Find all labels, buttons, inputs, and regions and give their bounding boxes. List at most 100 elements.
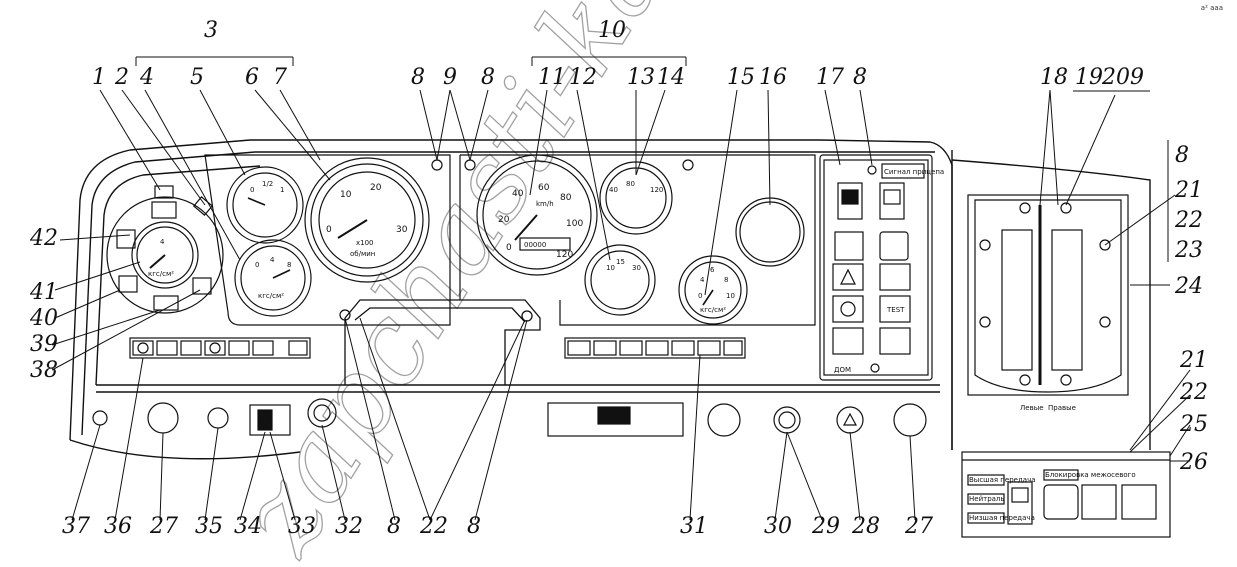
svg-text:00000: 00000	[524, 241, 546, 249]
svg-text:4: 4	[700, 276, 705, 284]
callout-5: 5	[190, 65, 204, 90]
svg-text:4: 4	[270, 256, 275, 264]
svg-text:1: 1	[280, 186, 284, 194]
svg-text:0: 0	[698, 292, 702, 300]
callout-35: 35	[195, 514, 223, 539]
tachometer-labels: 0 10 20 30 x100 об/мин 0 1/2 1 0 4 8 кгс…	[250, 180, 408, 300]
callout-3: 3	[204, 18, 218, 43]
callout-22-bottom: 22	[420, 514, 448, 539]
svg-text:120: 120	[556, 250, 573, 260]
callout-13: 13	[627, 65, 655, 90]
switch-panel-labels: Сигнал прицепа ДОМ TEST	[834, 168, 944, 374]
svg-text:0: 0	[250, 186, 254, 194]
svg-text:80: 80	[626, 180, 635, 188]
svg-text:TEST: TEST	[886, 306, 905, 314]
callout-32: 32	[335, 514, 363, 539]
callout-2: 2	[115, 65, 129, 90]
callout-11: 11	[538, 65, 566, 90]
svg-text:кгс/см²: кгс/см²	[258, 292, 284, 300]
svg-text:0: 0	[326, 225, 332, 235]
svg-text:10: 10	[606, 264, 615, 272]
callout-1: 1	[92, 65, 106, 90]
fuse-box	[967, 194, 1129, 396]
callout-6: 6	[245, 65, 259, 90]
gear-panel-labels: Высшая передача Нейтраль Низшая передача…	[969, 471, 1136, 522]
callout-16: 16	[759, 65, 787, 90]
callout-14: 14	[657, 65, 685, 90]
svg-text:120: 120	[650, 186, 663, 194]
callout-8-top-right: 8	[853, 65, 867, 90]
callout-26: 26	[1180, 450, 1208, 475]
callout-24: 24	[1175, 274, 1203, 299]
svg-text:20: 20	[370, 183, 382, 193]
svg-text:100: 100	[566, 219, 583, 229]
callout-22-lower: 22	[1180, 380, 1208, 405]
switch-panel	[819, 154, 933, 381]
callout-7: 7	[273, 65, 287, 90]
svg-text:10: 10	[726, 292, 735, 300]
fuse-box-labels: Левые Правые	[1020, 404, 1076, 412]
callout-21-upper: 21	[1175, 178, 1203, 203]
left-indicator-row	[129, 337, 311, 359]
callout-15: 15	[727, 65, 755, 90]
callout-8-top-left: 8	[411, 65, 425, 90]
svg-text:10: 10	[340, 190, 352, 200]
callout-27-left: 27	[150, 514, 178, 539]
svg-text:Низшая передача: Низшая передача	[969, 514, 1035, 522]
svg-text:30: 30	[396, 225, 408, 235]
callout-8-bottom-left: 8	[387, 514, 401, 539]
svg-text:8: 8	[287, 261, 291, 269]
callout-41: 41	[30, 280, 58, 305]
left-cluster-panel	[204, 154, 476, 326]
leader-lines	[51, 56, 1191, 521]
svg-text:x100: x100	[356, 239, 374, 247]
callout-36: 36	[104, 514, 132, 539]
callout-31: 31	[680, 514, 708, 539]
corner-mark: a² aaa	[1200, 4, 1223, 12]
callout-22-upper: 22	[1175, 208, 1203, 233]
speedometer-labels: 0 20 40 60 80 100 120 km/h 00000 80 40 1…	[498, 180, 735, 314]
callout-39: 39	[30, 332, 58, 357]
callout-8-right: 8	[1175, 143, 1189, 168]
hub-gauge-labels: 4 кгс/см²	[148, 238, 174, 278]
callout-27-right: 27	[905, 514, 933, 539]
light-switch-hub	[106, 185, 224, 314]
svg-text:80: 80	[560, 193, 572, 203]
svg-text:0: 0	[506, 243, 512, 253]
callout-25: 25	[1180, 412, 1208, 437]
svg-text:Нейтраль: Нейтраль	[969, 495, 1005, 503]
svg-text:Блокировка межосевого: Блокировка межосевого	[1045, 471, 1136, 479]
svg-text:6: 6	[710, 266, 715, 274]
callout-9-top: 9	[443, 65, 457, 90]
svg-text:8: 8	[724, 276, 728, 284]
callout-4: 4	[140, 65, 154, 90]
svg-text:4: 4	[160, 238, 165, 246]
svg-text:Сигнал прицепа: Сигнал прицепа	[884, 168, 944, 176]
callout-40: 40	[30, 306, 58, 331]
callout-9-right: 9	[1130, 65, 1144, 90]
svg-text:1/2: 1/2	[262, 180, 273, 188]
svg-text:Высшая передача: Высшая передача	[969, 476, 1036, 484]
callout-8-bottom-right: 8	[467, 514, 481, 539]
svg-text:40: 40	[609, 186, 618, 194]
svg-text:15: 15	[616, 258, 625, 266]
callout-12: 12	[569, 65, 597, 90]
callout-29: 29	[812, 514, 840, 539]
svg-text:кгс/см²: кгс/см²	[148, 270, 174, 278]
svg-text:km/h: km/h	[536, 200, 554, 208]
right-indicator-row	[564, 337, 746, 359]
callout-17: 17	[816, 65, 844, 90]
svg-text:60: 60	[538, 183, 550, 193]
svg-text:Правые: Правые	[1048, 404, 1076, 412]
callout-30: 30	[764, 514, 792, 539]
callout-18: 18	[1040, 65, 1068, 90]
svg-text:40: 40	[512, 189, 524, 199]
callout-28: 28	[852, 514, 880, 539]
callout-33: 33	[288, 514, 316, 539]
svg-text:об/мин: об/мин	[350, 250, 375, 258]
callout-38: 38	[30, 358, 58, 383]
callout-42: 42	[30, 226, 58, 251]
callout-34: 34	[234, 514, 262, 539]
